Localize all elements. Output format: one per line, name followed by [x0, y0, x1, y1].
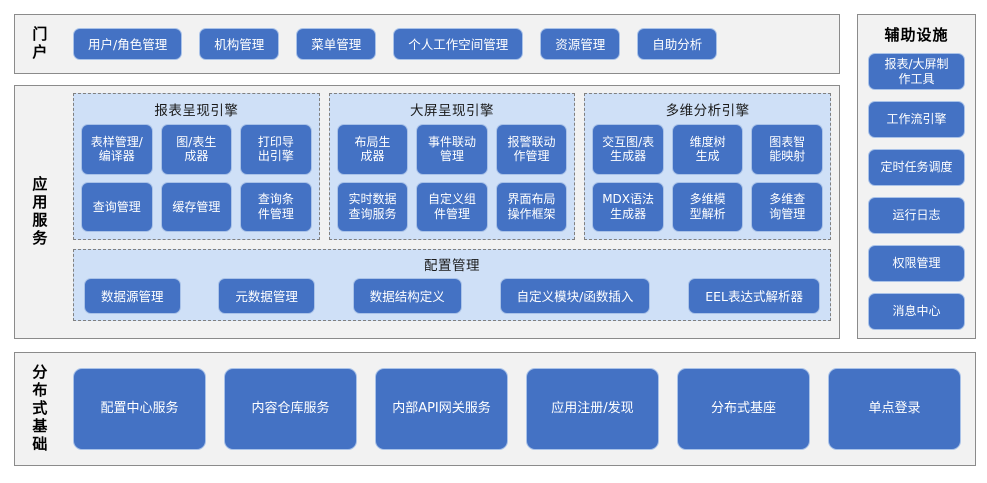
engine-title: 大屏呈现引擎: [410, 103, 494, 119]
engine-item-grid: 交互图/表 生成器 维度树 生成 图表智 能映射 MDX语法 生成器 多维模 型…: [592, 124, 823, 232]
engine-item-query-management[interactable]: 查询管理: [81, 181, 153, 232]
configuration-management-title: 配置管理: [424, 258, 480, 274]
engine-item-interactive-chart-generator[interactable]: 交互图/表 生成器: [592, 124, 664, 175]
engine-item-layout-generator[interactable]: 布局生 成器: [336, 124, 409, 175]
portal-item-user-role[interactable]: 用户/角色管理: [73, 28, 183, 60]
config-item-custom-module-function-insert[interactable]: 自定义模块/函数插入: [499, 278, 651, 314]
engine-multidimensional-analysis: 多维分析引擎 交互图/表 生成器 维度树 生成 图表智 能映射 MDX语法 生成…: [584, 93, 832, 240]
config-item-metadata-management[interactable]: 元数据管理: [218, 278, 315, 314]
base-item-distributed-foundation[interactable]: 分布式基座: [677, 368, 810, 450]
portal-item-personal-workspace[interactable]: 个人工作空间管理: [393, 28, 524, 60]
base-item-config-center-service[interactable]: 配置中心服务: [73, 368, 206, 450]
auxiliary-facilities-button-group: 报表/大屏制 作工具 工作流引擎 定时任务调度 运行日志 权限管理 消息中心: [868, 53, 965, 330]
base-item-content-repository-service[interactable]: 内容仓库服务: [224, 368, 357, 450]
application-services-section: 应用服务 报表呈现引擎 表样管理/ 编译器 图/表生 成器 打印导 出引擎 查询…: [14, 85, 840, 339]
portal-item-self-service-analysis[interactable]: 自助分析: [637, 28, 718, 60]
engine-item-grid: 表样管理/ 编译器 图/表生 成器 打印导 出引擎 查询管理 缓存管理 查询条 …: [81, 124, 312, 232]
engine-item-event-linkage-management[interactable]: 事件联动 管理: [416, 124, 488, 175]
engine-item-print-export-engine[interactable]: 打印导 出引擎: [240, 124, 312, 175]
portal-item-resource[interactable]: 资源管理: [540, 28, 621, 60]
auxiliary-facilities-title: 辅助设施: [884, 26, 949, 44]
base-item-app-registration-discovery[interactable]: 应用注册/发现: [526, 368, 659, 450]
engine-item-template-manager[interactable]: 表样管理/ 编译器: [81, 124, 153, 175]
portal-button-group: 用户/角色管理 机构管理 菜单管理 个人工作空间管理 资源管理 自助分析: [73, 15, 829, 73]
engine-item-mdx-syntax-generator[interactable]: MDX语法 生成器: [592, 181, 664, 232]
base-item-internal-api-gateway-service[interactable]: 内部API网关服务: [375, 368, 508, 450]
engine-item-realtime-data-query-service[interactable]: 实时数据 查询服务: [336, 181, 409, 232]
aux-item-report-screen-design-tool[interactable]: 报表/大屏制 作工具: [868, 53, 965, 90]
config-item-datasource-management[interactable]: 数据源管理: [84, 278, 181, 314]
portal-section: 门户 用户/角色管理 机构管理 菜单管理 个人工作空间管理 资源管理 自助分析: [14, 14, 840, 74]
auxiliary-facilities-section: 辅助设施 报表/大屏制 作工具 工作流引擎 定时任务调度 运行日志 权限管理 消…: [857, 14, 976, 339]
aux-item-runtime-log[interactable]: 运行日志: [868, 197, 965, 234]
engine-item-chart-smart-mapping[interactable]: 图表智 能映射: [751, 124, 823, 175]
aux-item-scheduled-task-scheduler[interactable]: 定时任务调度: [868, 149, 965, 186]
engine-item-custom-component-management[interactable]: 自定义组 件管理: [416, 181, 488, 232]
engine-large-screen-rendering: 大屏呈现引擎 布局生 成器 事件联动 管理 报警联动 作管理 实时数据 查询服务…: [328, 93, 576, 240]
engine-item-multidim-query-management[interactable]: 多维查 询管理: [751, 181, 823, 232]
engine-item-cache-management[interactable]: 缓存管理: [160, 181, 233, 232]
engine-item-multidim-model-parsing[interactable]: 多维模 型解析: [671, 181, 744, 232]
engine-title: 多维分析引擎: [665, 103, 750, 119]
portal-section-label: 门户: [30, 26, 49, 62]
engine-item-query-condition-management[interactable]: 查询条 件管理: [240, 181, 312, 232]
engine-item-ui-layout-framework[interactable]: 界面布局 操作框架: [495, 181, 568, 232]
config-item-eel-expression-parser[interactable]: EEL表达式解析器: [688, 278, 820, 314]
engine-item-chart-table-generator[interactable]: 图/表生 成器: [160, 124, 233, 175]
distributed-base-section-label: 分布式基础: [30, 364, 49, 454]
aux-item-permission-management[interactable]: 权限管理: [868, 245, 965, 282]
engine-item-dimension-tree-generation[interactable]: 维度树 生成: [671, 124, 744, 175]
base-item-single-sign-on[interactable]: 单点登录: [828, 368, 961, 450]
configuration-management-button-group: 数据源管理 元数据管理 数据结构定义 自定义模块/函数插入 EEL表达式解析器: [84, 278, 820, 314]
portal-item-organization[interactable]: 机构管理: [199, 28, 280, 60]
engine-item-grid: 布局生 成器 事件联动 管理 报警联动 作管理 实时数据 查询服务 自定义组 件…: [336, 124, 568, 232]
engine-item-alarm-action-management[interactable]: 报警联动 作管理: [495, 124, 568, 175]
aux-item-workflow-engine[interactable]: 工作流引擎: [868, 101, 965, 138]
application-services-section-label: 应用服务: [30, 176, 49, 248]
portal-item-menu[interactable]: 菜单管理: [296, 28, 377, 60]
engine-row: 报表呈现引擎 表样管理/ 编译器 图/表生 成器 打印导 出引擎 查询管理 缓存…: [73, 93, 832, 240]
aux-item-message-center[interactable]: 消息中心: [868, 293, 965, 330]
config-item-data-structure-definition[interactable]: 数据结构定义: [352, 278, 462, 314]
application-services-content: 报表呈现引擎 表样管理/ 编译器 图/表生 成器 打印导 出引擎 查询管理 缓存…: [73, 93, 832, 331]
engine-report-rendering: 报表呈现引擎 表样管理/ 编译器 图/表生 成器 打印导 出引擎 查询管理 缓存…: [73, 93, 320, 240]
configuration-management-block: 配置管理 数据源管理 元数据管理 数据结构定义 自定义模块/函数插入 EEL表达…: [73, 249, 831, 321]
distributed-base-section: 分布式基础 配置中心服务 内容仓库服务 内部API网关服务 应用注册/发现 分布…: [14, 352, 976, 466]
engine-title: 报表呈现引擎: [154, 103, 239, 119]
distributed-base-button-group: 配置中心服务 内容仓库服务 内部API网关服务 应用注册/发现 分布式基座 单点…: [73, 353, 961, 465]
